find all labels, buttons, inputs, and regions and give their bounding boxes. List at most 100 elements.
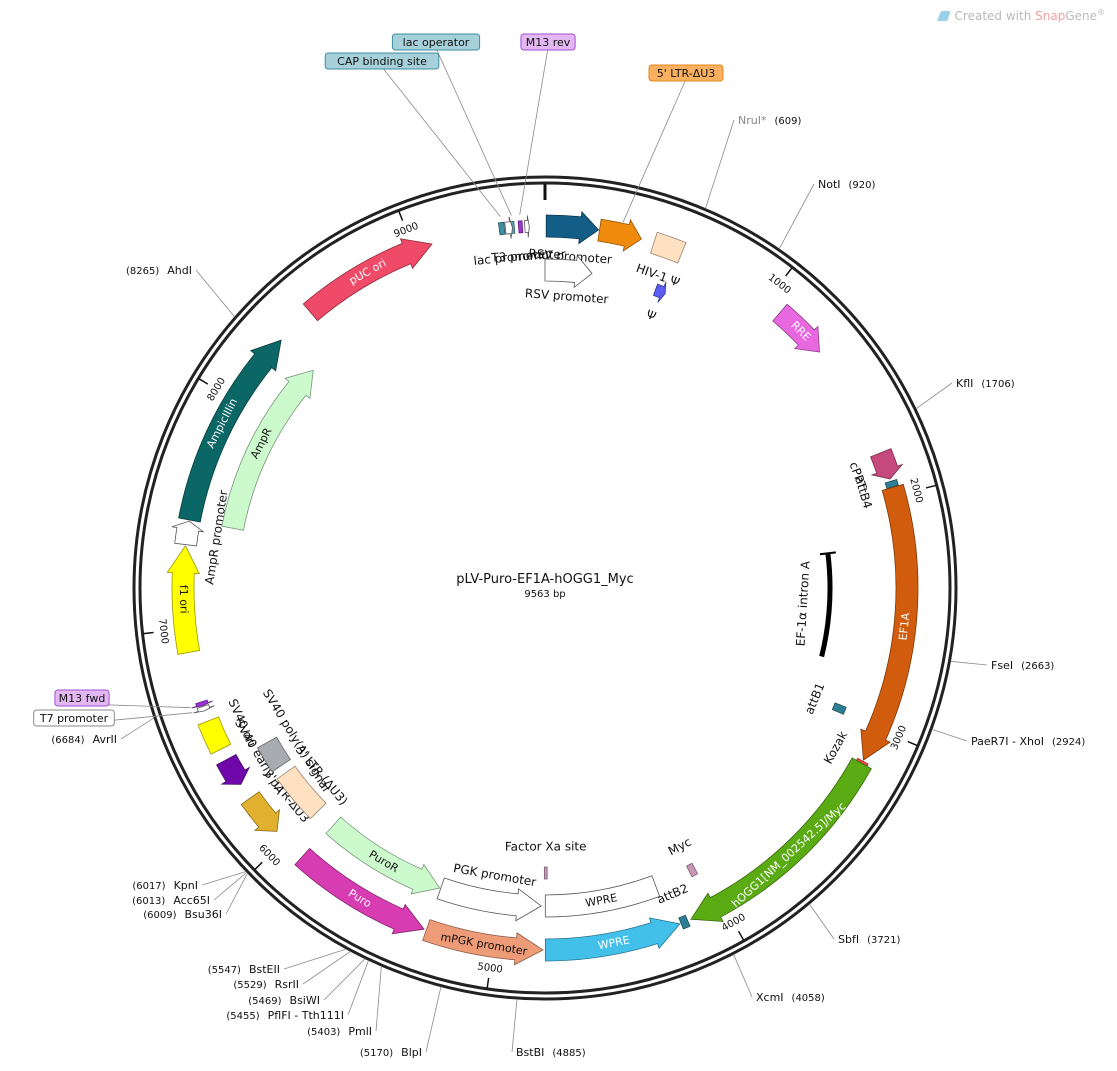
feature-label[interactable]: CAP binding site bbox=[337, 55, 427, 68]
feature-shape[interactable] bbox=[678, 914, 691, 930]
feature-label[interactable]: attB2 bbox=[655, 881, 691, 906]
feature-hogg1-nm-002542-5-myc[interactable]: hOGG1[NM_002542.5]/Myc bbox=[690, 757, 872, 922]
feature-label[interactable]: attB1 bbox=[802, 681, 827, 717]
feature-5-ltr-u3[interactable]: 5' LTR-ΔU3 bbox=[597, 64, 724, 252]
site-xcmi[interactable]: XcmI(4058) bbox=[733, 954, 825, 1004]
feature-label[interactable]: hOGG1[NM_002542.5]/Myc bbox=[729, 800, 848, 911]
site-blpi[interactable]: (5170)BlpI bbox=[360, 986, 442, 1059]
feature-label[interactable]: Kozak bbox=[821, 729, 850, 767]
feature-shape[interactable] bbox=[240, 791, 280, 832]
feature-shape[interactable] bbox=[652, 281, 667, 303]
feature-shape[interactable] bbox=[772, 303, 820, 353]
site-label[interactable]: (5170)BlpI bbox=[360, 1046, 422, 1059]
site-label[interactable]: (5529)RsrII bbox=[233, 978, 299, 991]
feature-shape[interactable] bbox=[193, 703, 215, 714]
feature-[interactable]: Ψ bbox=[644, 281, 667, 324]
feature-label[interactable]: T7 promoter bbox=[39, 712, 109, 725]
site-label[interactable]: NotI(920) bbox=[818, 178, 876, 191]
feature-label[interactable]: EF1A bbox=[896, 612, 912, 642]
feature-shape[interactable] bbox=[545, 210, 600, 245]
site-paer7i-xhoi[interactable]: PaeR7I - XhoI(2924) bbox=[931, 729, 1085, 748]
feature-wpre[interactable]: WPRE bbox=[544, 917, 681, 962]
feature-t7-promoter[interactable]: T7 promoter bbox=[33, 703, 215, 727]
feature-pgk-promoter[interactable]: PGK promoter bbox=[436, 861, 542, 922]
site-label[interactable]: PaeR7I - XhoI(2924) bbox=[971, 735, 1085, 748]
feature-m13-fwd[interactable]: M13 fwd bbox=[54, 689, 213, 709]
feature-label[interactable]: f1 ori bbox=[177, 585, 191, 614]
feature-shape[interactable] bbox=[860, 483, 919, 761]
feature-puro[interactable]: Puro bbox=[294, 847, 425, 935]
feature-cap-binding-site[interactable]: CAP binding site bbox=[324, 52, 506, 236]
site-label[interactable]: (6013)Acc65I bbox=[132, 894, 210, 907]
feature-shape[interactable] bbox=[819, 553, 833, 658]
feature-label[interactable]: SV40 ori bbox=[225, 697, 258, 749]
feature-shape[interactable] bbox=[544, 875, 661, 918]
feature-shape[interactable] bbox=[544, 254, 593, 289]
feature-shape[interactable] bbox=[543, 866, 548, 880]
feature-shape[interactable] bbox=[216, 753, 251, 785]
site-fsei[interactable]: FseI(2663) bbox=[950, 659, 1054, 672]
feature-label[interactable]: EF-1α intron A bbox=[793, 560, 812, 647]
site-label[interactable]: BstBI(4885) bbox=[516, 1046, 586, 1059]
feature-shape[interactable] bbox=[690, 757, 872, 922]
feature-label[interactable]: M13 fwd bbox=[59, 692, 106, 705]
site-nrui[interactable]: NruI*(609) bbox=[705, 114, 801, 209]
feature-label[interactable]: attB4 bbox=[852, 475, 875, 510]
feature-label[interactable]: RSV promoter bbox=[524, 286, 609, 306]
feature-shape[interactable] bbox=[166, 545, 201, 655]
feature-attb1[interactable]: attB1 bbox=[802, 681, 847, 717]
feature-shape[interactable] bbox=[498, 221, 506, 236]
site-label[interactable]: NruI*(609) bbox=[738, 114, 801, 127]
feature-shape[interactable] bbox=[524, 215, 530, 238]
site-label[interactable]: (6684)AvrII bbox=[51, 733, 117, 746]
feature-label[interactable]: WPRE bbox=[584, 891, 618, 909]
site-kfli[interactable]: KflI(1706) bbox=[915, 377, 1015, 410]
site-label[interactable]: (5547)BstEII bbox=[208, 963, 280, 976]
site-label[interactable]: FseI(2663) bbox=[991, 659, 1054, 672]
site-label[interactable]: (6017)KpnI bbox=[132, 879, 198, 892]
site-noti[interactable]: NotI(920) bbox=[778, 178, 876, 250]
site-sbfi[interactable]: SbfI(3721) bbox=[809, 903, 900, 946]
feature-shape[interactable] bbox=[597, 218, 642, 252]
feature-shape[interactable] bbox=[422, 919, 544, 966]
site-label[interactable]: SbfI(3721) bbox=[838, 933, 900, 946]
feature-shape[interactable] bbox=[685, 862, 699, 878]
feature-shape[interactable] bbox=[650, 231, 687, 264]
site-label[interactable]: (5469)BsiWI bbox=[248, 994, 320, 1007]
feature-label[interactable]: AmpR promoter bbox=[202, 489, 230, 585]
feature-label[interactable]: Ψ bbox=[644, 307, 658, 323]
site-kpni[interactable]: (6017)KpnI bbox=[132, 871, 247, 892]
site-label[interactable]: (6009)Bsu36I bbox=[143, 908, 222, 921]
feature-shape[interactable] bbox=[517, 220, 524, 234]
feature-label[interactable]: Factor Xa site bbox=[505, 839, 587, 853]
feature-shape[interactable] bbox=[171, 520, 204, 547]
site-ahdi[interactable]: (8265)AhdI bbox=[126, 264, 236, 318]
site-label[interactable]: (5403)PmlI bbox=[307, 1025, 372, 1038]
feature-shape[interactable] bbox=[276, 765, 327, 820]
feature-shape[interactable] bbox=[544, 917, 681, 962]
feature-lac-operator[interactable]: lac operator bbox=[391, 33, 516, 235]
feature-shape[interactable] bbox=[831, 702, 847, 715]
site-label[interactable]: (5455)PflFI - Tth111I bbox=[226, 1009, 344, 1022]
site-pflfi-tth111i[interactable]: (5455)PflFI - Tth111I bbox=[226, 960, 369, 1022]
site-bstbi[interactable]: BstBI(4885) bbox=[511, 999, 586, 1059]
feature-shape[interactable] bbox=[302, 238, 433, 322]
site-acc65i[interactable]: (6013)Acc65I bbox=[132, 872, 248, 907]
feature-shape[interactable] bbox=[221, 369, 314, 531]
feature-mpgk-promoter[interactable]: mPGK promoter bbox=[422, 919, 544, 966]
feature-wpre-2[interactable]: WPRE bbox=[544, 875, 661, 918]
feature-ef-1-intron-a[interactable]: EF-1α intron A bbox=[793, 551, 836, 658]
site-bsteii[interactable]: (5547)BstEII bbox=[208, 948, 347, 976]
feature-shape[interactable] bbox=[191, 699, 213, 709]
site-bsiwi[interactable]: (5469)BsiWI bbox=[248, 958, 366, 1007]
feature-shape[interactable] bbox=[504, 216, 513, 239]
feature-puror[interactable]: PuroR bbox=[325, 816, 441, 895]
feature-factor-xa-site[interactable]: Factor Xa site bbox=[505, 839, 587, 880]
feature-f1-ori[interactable]: f1 ori bbox=[166, 545, 201, 655]
site-avrii[interactable]: (6684)AvrII bbox=[51, 717, 155, 746]
feature-shape[interactable] bbox=[436, 877, 542, 922]
site-label[interactable]: (8265)AhdI bbox=[126, 264, 192, 277]
feature-label[interactable]: M13 rev bbox=[526, 36, 571, 49]
feature-rsv-promoter-2[interactable]: RSV promoter bbox=[524, 254, 609, 307]
feature-rre[interactable]: RRE bbox=[772, 303, 820, 353]
